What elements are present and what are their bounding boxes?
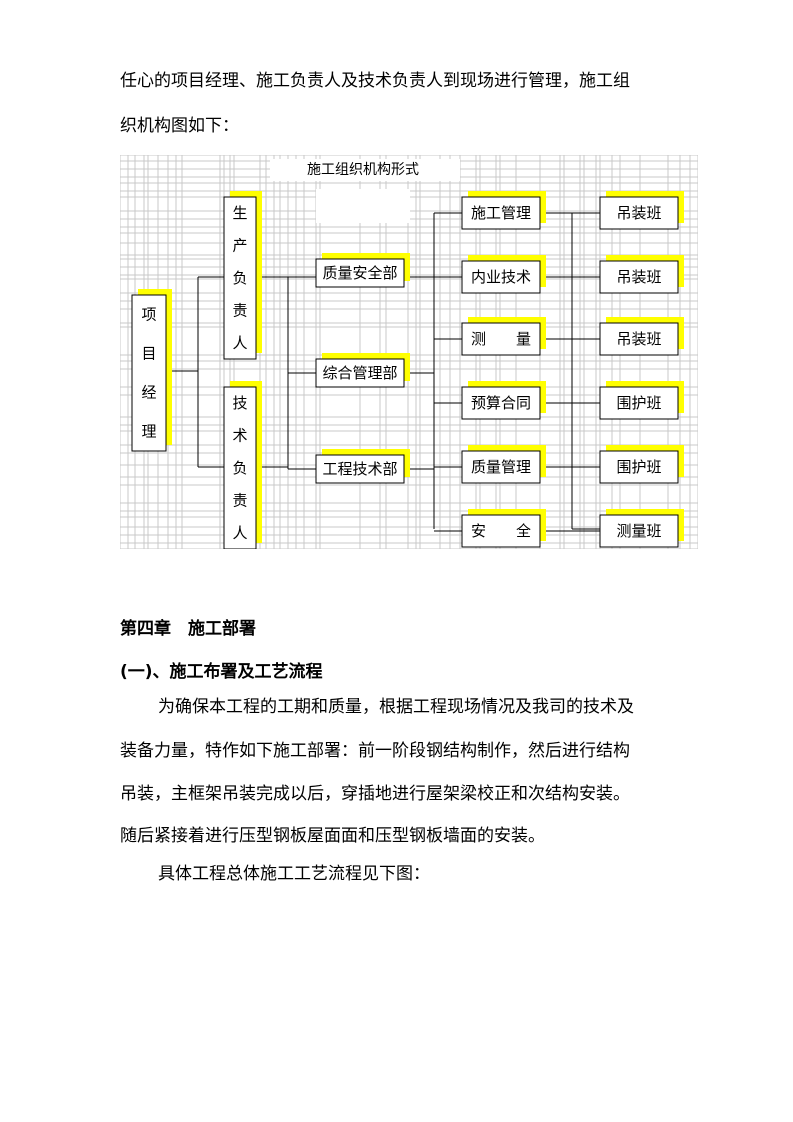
- chapter-heading: 第四章 施工部署: [120, 619, 256, 639]
- team-label: 围护班: [616, 458, 661, 476]
- body-line-5: 具体工程总体施工工艺流程见下图：: [158, 864, 430, 884]
- production-lead-char: 产: [232, 237, 247, 255]
- management-item-label: 安 全: [471, 522, 531, 540]
- management-item-box: [461, 450, 541, 484]
- intro-line-1: 任心的项目经理、施工负责人及技术负责人到现场进行管理，施工组: [120, 71, 630, 91]
- production-lead-char: 责: [232, 301, 247, 319]
- manager-char: 项: [141, 306, 156, 324]
- management-item-label: 施工管理: [471, 204, 531, 222]
- technical-lead-char: 术: [232, 427, 247, 445]
- body-line-3: 吊装，主框架吊装完成以后，穿插地进行屋架梁校正和次结构安装。: [120, 784, 630, 804]
- department-box: [315, 258, 405, 288]
- technical-lead-char: 人: [232, 524, 247, 542]
- manager-char: 经: [141, 384, 156, 402]
- manager-char: 目: [141, 345, 156, 363]
- body-line-2: 装备力量，特作如下施工部署：前一阶段钢结构制作，然后进行结构: [120, 741, 630, 761]
- chart-title: 施工组织机构形式: [307, 162, 419, 178]
- body-line-4: 随后紧接着进行压型钢板屋面面和压型钢板墙面的安装。: [120, 826, 545, 846]
- department-box: [315, 358, 405, 388]
- body-line-1: 为确保本工程的工期和质量，根据工程现场情况及我司的技术及: [158, 697, 634, 717]
- team-label: 吊装班: [616, 330, 661, 348]
- technical-lead-char: 责: [232, 491, 247, 509]
- management-item-label: 预算合同: [471, 394, 531, 412]
- blank-cell: [316, 189, 410, 223]
- production-lead-box: [223, 196, 257, 360]
- team-label: 吊装班: [616, 204, 661, 222]
- management-item-box: [461, 514, 541, 548]
- management-item-box: [461, 386, 541, 420]
- department-label: 综合管理部: [322, 364, 397, 382]
- department-label: 工程技术部: [322, 460, 397, 478]
- production-lead-char: 人: [232, 334, 247, 352]
- department-label: 质量安全部: [322, 264, 397, 282]
- management-item-box: [461, 260, 541, 294]
- team-label: 围护班: [616, 394, 661, 412]
- management-item-box: [461, 322, 541, 356]
- management-item-label: 质量管理: [471, 458, 531, 476]
- manager-char: 理: [141, 423, 156, 441]
- manager-box: [131, 294, 167, 452]
- team-label: 测量班: [616, 522, 661, 540]
- team-box: [599, 386, 679, 420]
- management-item-box: [461, 196, 541, 230]
- team-box: [599, 450, 679, 484]
- production-lead-char: 负: [232, 269, 247, 287]
- management-item-label: 内业技术: [471, 268, 531, 286]
- team-box: [599, 322, 679, 356]
- intro-line-2: 织机构图如下：: [120, 116, 239, 136]
- technical-lead-char: 负: [232, 459, 247, 477]
- technical-lead-char: 技: [232, 394, 247, 412]
- technical-lead-box: [223, 386, 257, 549]
- team-box: [599, 196, 679, 230]
- team-box: [599, 260, 679, 294]
- section-heading: (一)、施工布署及工艺流程: [120, 662, 323, 682]
- management-item-label: 测 量: [471, 330, 531, 348]
- department-box: [315, 454, 405, 484]
- team-box: [599, 514, 679, 548]
- connector-lines: [166, 212, 600, 532]
- team-label: 吊装班: [616, 268, 661, 286]
- title-cell: [270, 159, 460, 181]
- production-lead-char: 生: [232, 204, 247, 222]
